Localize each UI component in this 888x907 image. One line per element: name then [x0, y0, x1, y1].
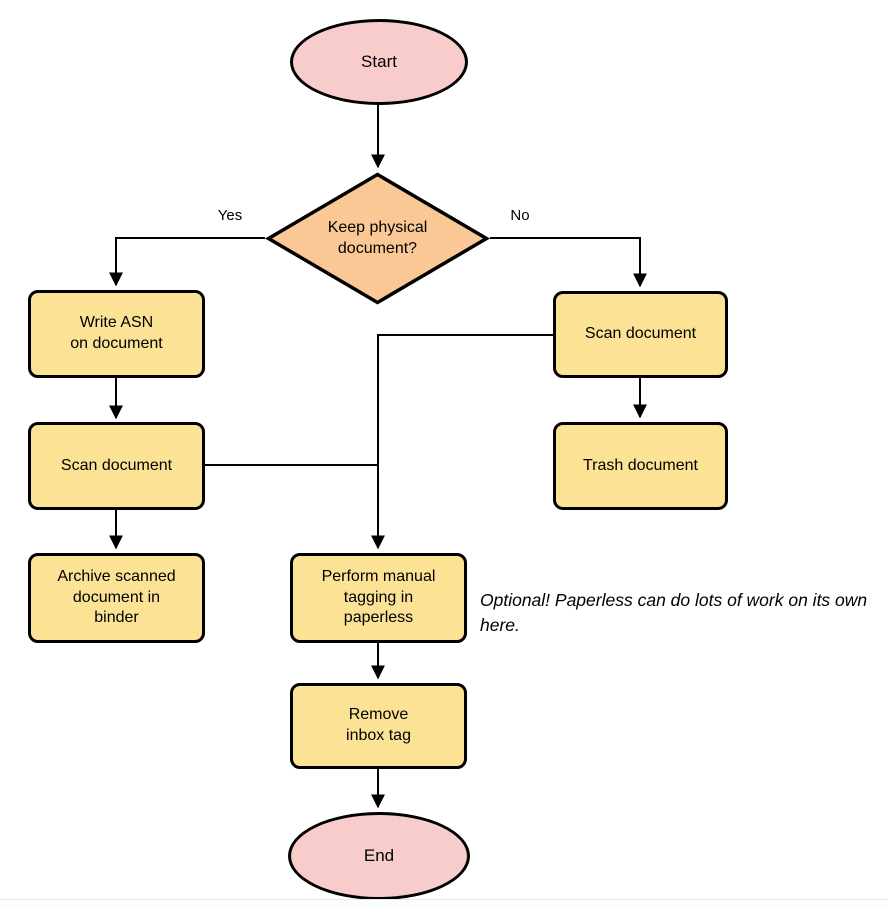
node-decision-keep-physical-document: Keep physical document? [265, 172, 490, 305]
node-start: Start [290, 19, 468, 105]
node-trash-document: Trash document [553, 422, 728, 510]
node-perform-manual-tagging: Perform manual tagging in paperless [290, 553, 467, 643]
connector-decision-write-asn [109, 237, 265, 287]
node-scan-document-right: Scan document [553, 291, 728, 378]
connector-scan-right-tagging [371, 334, 553, 550]
bottom-edge-line [0, 899, 888, 907]
edge-label-no: No [510, 207, 530, 224]
node-scan-document-left: Scan document [28, 422, 205, 510]
optional-note: Optional! Paperless can do lots of work … [480, 590, 868, 635]
connector-decision-scan-right [490, 237, 647, 288]
node-archive-scanned-document: Archive scanned document in binder [28, 553, 205, 643]
node-write-asn-on-document: Write ASN on document [28, 290, 205, 378]
decision-label: Keep physical document? [327, 218, 428, 257]
node-remove-inbox-tag: Remove inbox tag [290, 683, 467, 769]
node-end: End [288, 812, 470, 900]
edge-label-yes: Yes [217, 207, 243, 224]
diamond-shape [265, 172, 490, 305]
